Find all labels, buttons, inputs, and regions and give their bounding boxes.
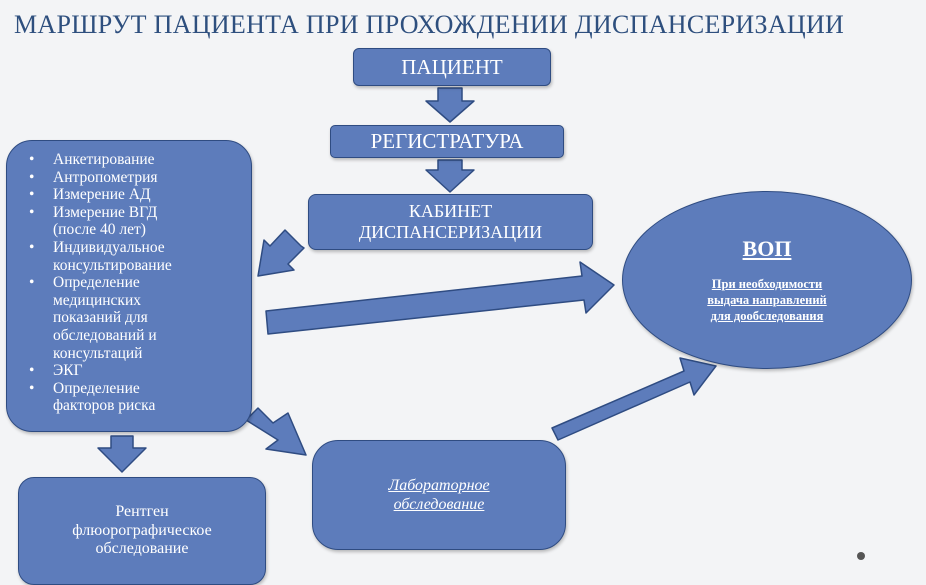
xray-label-line3: обследование <box>95 540 189 558</box>
arrow-procedures-to-xray <box>97 435 147 473</box>
procedure-item: Индивидуальное консультирование <box>29 239 218 274</box>
vop-text-line1: При необходимости <box>711 276 823 291</box>
procedures-box: Анкетирование Антропометрия Измерение АД… <box>6 140 252 432</box>
cabinet-label-line1: КАБИНЕТ <box>408 201 493 222</box>
cabinet-box: КАБИНЕТ ДИСПАНСЕРИЗАЦИИ <box>308 194 593 250</box>
lab-box: Лабораторное обследование <box>312 440 566 550</box>
cabinet-label-line2: ДИСПАНСЕРИЗАЦИИ <box>358 222 543 242</box>
procedure-item: Измерение ВГД (после 40 лет) <box>29 204 203 239</box>
vop-text-line2: выдача направлений <box>707 292 827 307</box>
procedure-item: Определение медицинских показаний для об… <box>29 274 203 362</box>
page-title: МАРШРУТ ПАЦИЕНТА ПРИ ПРОХОЖДЕНИИ ДИСПАНС… <box>14 10 845 39</box>
xray-label-line1: Рентген <box>115 503 169 521</box>
procedure-item: ЭКГ <box>29 362 218 380</box>
procedure-item: Определение факторов риска <box>29 380 203 415</box>
patient-box: ПАЦИЕНТ <box>353 48 551 86</box>
arrow-cabinet-to-procedures <box>257 229 305 277</box>
procedures-list: Анкетирование Антропометрия Измерение АД… <box>29 151 218 415</box>
arrow-patient-to-registry <box>425 87 475 123</box>
procedure-item: Анкетирование <box>29 151 218 169</box>
procedure-item: Измерение АД <box>29 186 218 204</box>
lab-label-line1: Лабораторное <box>388 476 490 494</box>
lab-label-line2: обследование <box>393 496 485 513</box>
procedure-item: Антропометрия <box>29 169 218 187</box>
arrow-registry-to-cabinet <box>425 159 475 193</box>
vop-title: ВОП <box>742 235 792 261</box>
patient-label: ПАЦИЕНТ <box>401 54 503 79</box>
registry-box: РЕГИСТРАТУРА <box>330 125 564 158</box>
arrow-lab-to-vop <box>551 357 717 441</box>
xray-label-line2: флюорографическое <box>72 521 212 539</box>
vop-circle: ВОП При необходимости выдача направлений… <box>622 191 912 369</box>
arrow-procedures-to-vop <box>265 261 615 335</box>
xray-box: Рентген флюорографическое обследование <box>18 477 266 585</box>
registry-label: РЕГИСТРАТУРА <box>370 129 524 153</box>
slide-dot <box>857 552 865 560</box>
arrow-procedures-to-lab <box>245 407 307 456</box>
vop-text-line3: для дообследования <box>710 309 824 324</box>
